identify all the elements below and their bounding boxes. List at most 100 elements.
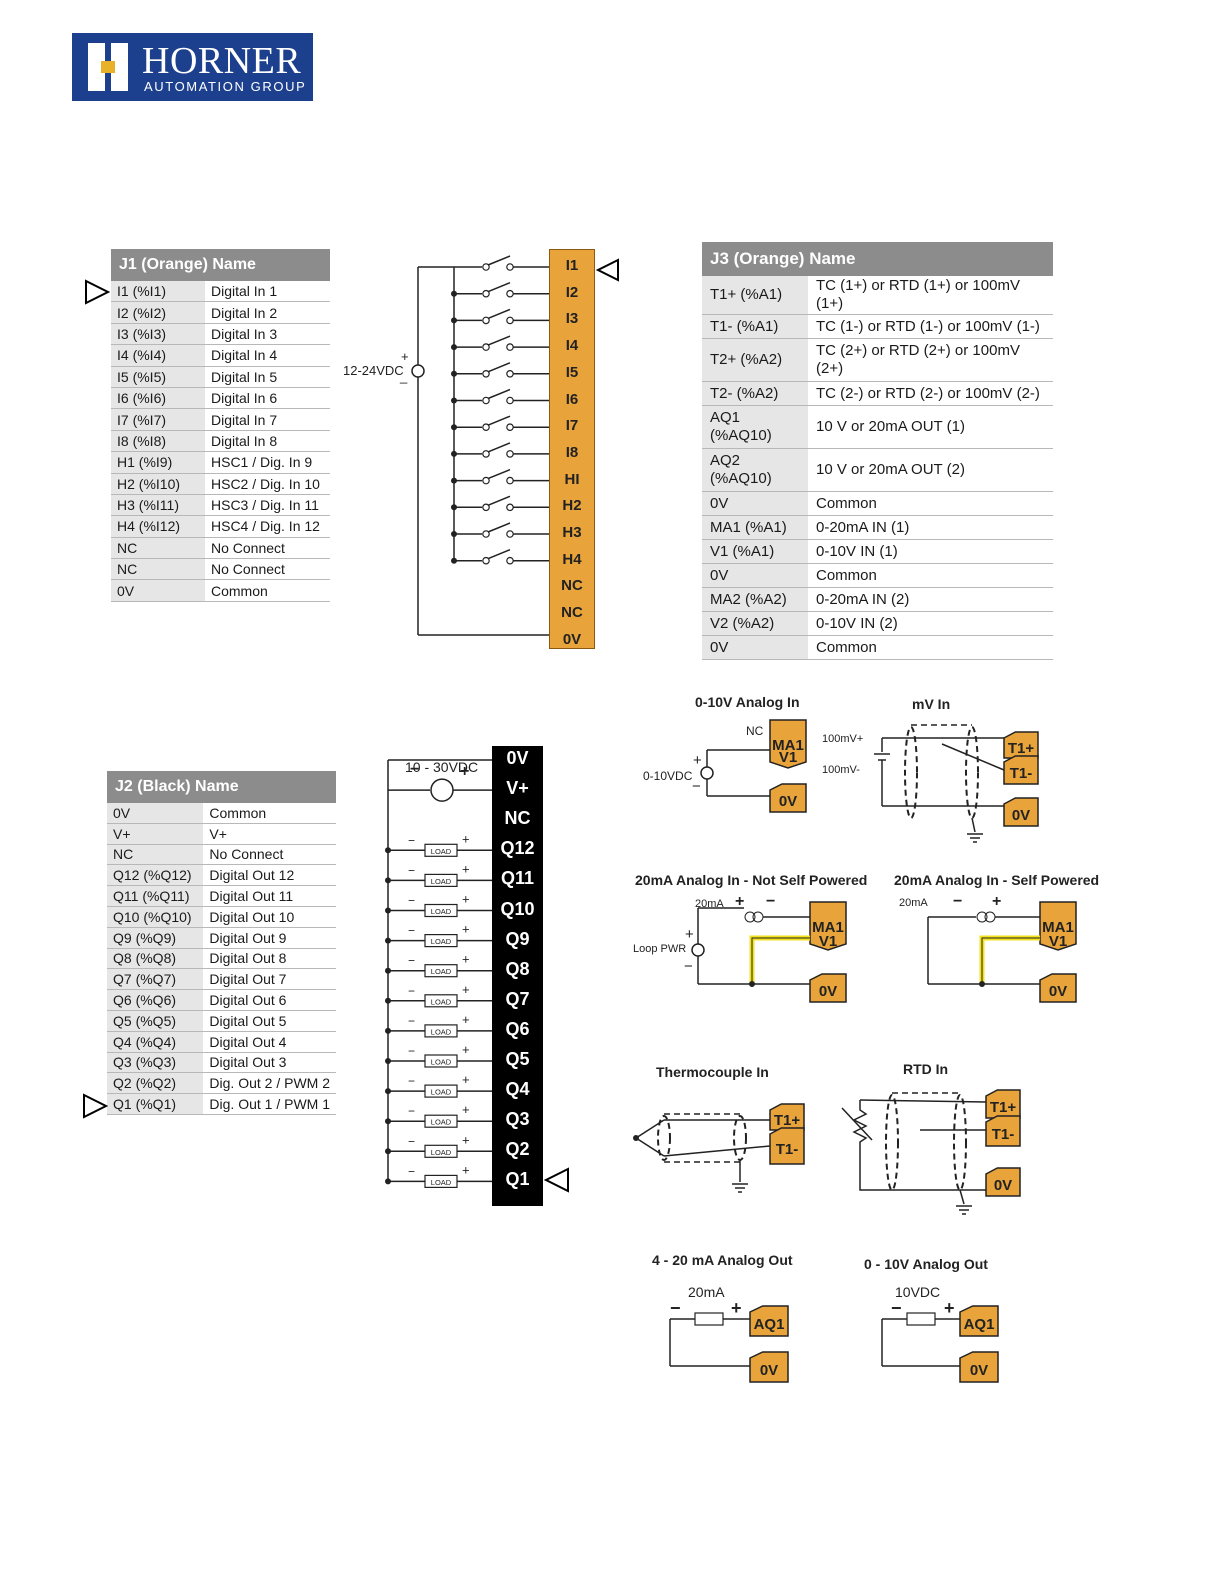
j1-switch-contact [506,476,514,485]
j1-row: H2 (%I10)HSC2 / Dig. In 10 [111,473,330,495]
j2-row: Q12 (%Q12)Digital Out 12 [107,864,336,887]
ma-nsp-0v-terminal-label: 0V [819,983,837,1000]
ma-nsp-jumper-wire [751,937,810,984]
v-in-source-label: 0-10VDC [643,769,693,783]
j1-switch-contact [506,396,514,405]
j1-switch-contact [482,370,490,378]
j2-load-plus: + [462,1042,470,1057]
j3-pin-cell: MA2 (%A2) [702,587,808,612]
v-in-nc-label: NC [746,724,764,738]
j2-name-cell: Digital Out 4 [203,1031,336,1053]
rtd-in-t1n-terminal [985,1115,1021,1147]
j2-pin-cell: Q11 (%Q11) [107,885,204,907]
j2_strip-pin-label: Q11 [500,868,535,889]
j1-name-cell: Digital In 6 [205,387,330,410]
j2-load-plus: + [462,952,470,967]
mv-in-pos-label: 100mV+ [822,733,864,745]
i1-strip-pointer-icon [596,258,619,282]
j3-name-cell: 10 V or 20mA OUT (1) [808,405,1053,449]
j2-load-minus: − [408,1044,415,1058]
j1-row: I5 (%I5)Digital In 5 [111,366,330,388]
ma-out-plus: + [731,1298,742,1318]
mv-in-t1n-terminal-label: T1- [1010,765,1033,782]
j2_strip-pin-label: Q12 [500,838,535,859]
j1_strip-pin-label: I2 [565,283,579,301]
j2-pin-cell: Q4 (%Q4) [107,1031,204,1053]
j2-name-cell: Dig. Out 2 / PWM 2 [203,1072,336,1095]
j2-load-minus: − [408,833,415,847]
j2-load-minus: − [408,984,415,998]
j2_strip-pin-label: NC [504,808,531,829]
j1-name-cell: Digital In 2 [205,301,330,324]
j2-pin-cell: Q10 (%Q10) [107,906,204,928]
j1-switch-contact [482,450,490,458]
rtd-in-0v-terminal [985,1167,1021,1197]
j2_strip-pin-label: Q3 [505,1109,530,1130]
ma-nsp-loop-label: Loop PWR [633,943,687,955]
j2-load-plus: + [462,1132,470,1147]
j2-row: V+V+ [107,823,336,845]
j2-load-label: LOAD [431,997,452,1006]
ma-sp-0v-terminal-label: 0V [1049,983,1067,1000]
j3-row: T1+ (%A1)TC (1+) or RTD (1+) or 100mV (1… [702,276,1053,315]
j3-name-cell: TC (1-) or RTD (1-) or 100mV (1-) [808,314,1053,339]
j3-pin-cell: AQ2 (%AQ10) [702,448,808,492]
j3-pin-cell: AQ1 (%AQ10) [702,405,808,449]
v-in-ma1-terminal [769,719,807,769]
j1-switch-contact [506,316,514,325]
j1_strip-pin-label: H2 [562,497,582,515]
j2-pin-cell: Q6 (%Q6) [107,989,204,1011]
j2-row: Q5 (%Q5)Digital Out 5 [107,1010,336,1032]
j2-load-minus: − [408,924,415,938]
j2_strip-pin-label: V+ [506,778,529,799]
ma-nsp-ma1-terminal-label: MA1 [812,919,844,936]
j1-switch-contact [482,503,490,512]
rtd-in-resistor-icon [852,1100,986,1191]
j2-load-minus: − [408,1104,415,1118]
j2-load-label: LOAD [431,877,452,886]
analog-wiring-diagrams: MA1V10VT1+T1-0VMA1V10VMA1V10VT1+T1-T1+T1… [633,719,1077,1383]
j3-row: MA1 (%A1)0-20mA IN (1) [702,515,1053,540]
j2-name-cell: Digital Out 5 [203,1010,336,1032]
j2-load-plus: + [462,831,470,846]
v-in-0v-terminal-label: 0V [779,793,797,810]
j1-switch-contact [482,396,490,405]
j1-name-cell: HSC1 / Dig. In 9 [205,451,330,474]
j1-switch-contact [506,343,514,351]
j1-row: H3 (%I11)HSC3 / Dig. In 11 [111,494,330,517]
ma-out-aq1-terminal-label: AQ1 [754,1316,785,1333]
j2-load-minus: − [408,1014,415,1028]
j2_strip-pin-label: Q8 [505,958,530,979]
j1-pin-cell: H4 (%I12) [111,515,205,538]
j1-switch-blade-icon [487,468,511,480]
j3-name-cell: 0-20mA IN (2) [808,587,1053,612]
j3-name-cell: Common [808,491,1053,516]
j1-row: H1 (%I9)HSC1 / Dig. In 9 [111,451,330,474]
j2-load-plus: + [462,1102,470,1117]
j2-pin-cell: NC [107,844,204,866]
j3-pin-cell: V2 (%A2) [702,611,808,636]
rtd-in-arrow-icon [841,1107,873,1141]
j3-pin-table: J3 (Orange) Name T1+ (%A1)TC (1+) or RTD… [702,242,1053,660]
ma-sp-meter-icon [976,911,988,923]
j1-row: I2 (%I2)Digital In 2 [111,301,330,324]
j3-name-cell: Common [808,635,1053,660]
j2-load-minus: − [408,894,415,908]
v-out-plus: + [944,1298,955,1318]
ma-sp-title: 20mA Analog In - Self Powered [894,872,1100,888]
j2-load-minus: − [408,863,415,877]
j1-switch-blade-icon [487,362,511,373]
j1-name-cell: HSC3 / Dig. In 11 [205,494,330,517]
tc-in-wire [663,1145,771,1157]
j1-pin-cell: NC [111,537,205,560]
j1_strip-pin-label: H4 [562,550,582,568]
j2-name-cell: Digital Out 12 [203,864,336,887]
v-in-minus: − [692,778,701,795]
j2-row: Q9 (%Q9)Digital Out 9 [107,927,336,949]
j2-name-cell: Digital Out 11 [203,885,336,907]
